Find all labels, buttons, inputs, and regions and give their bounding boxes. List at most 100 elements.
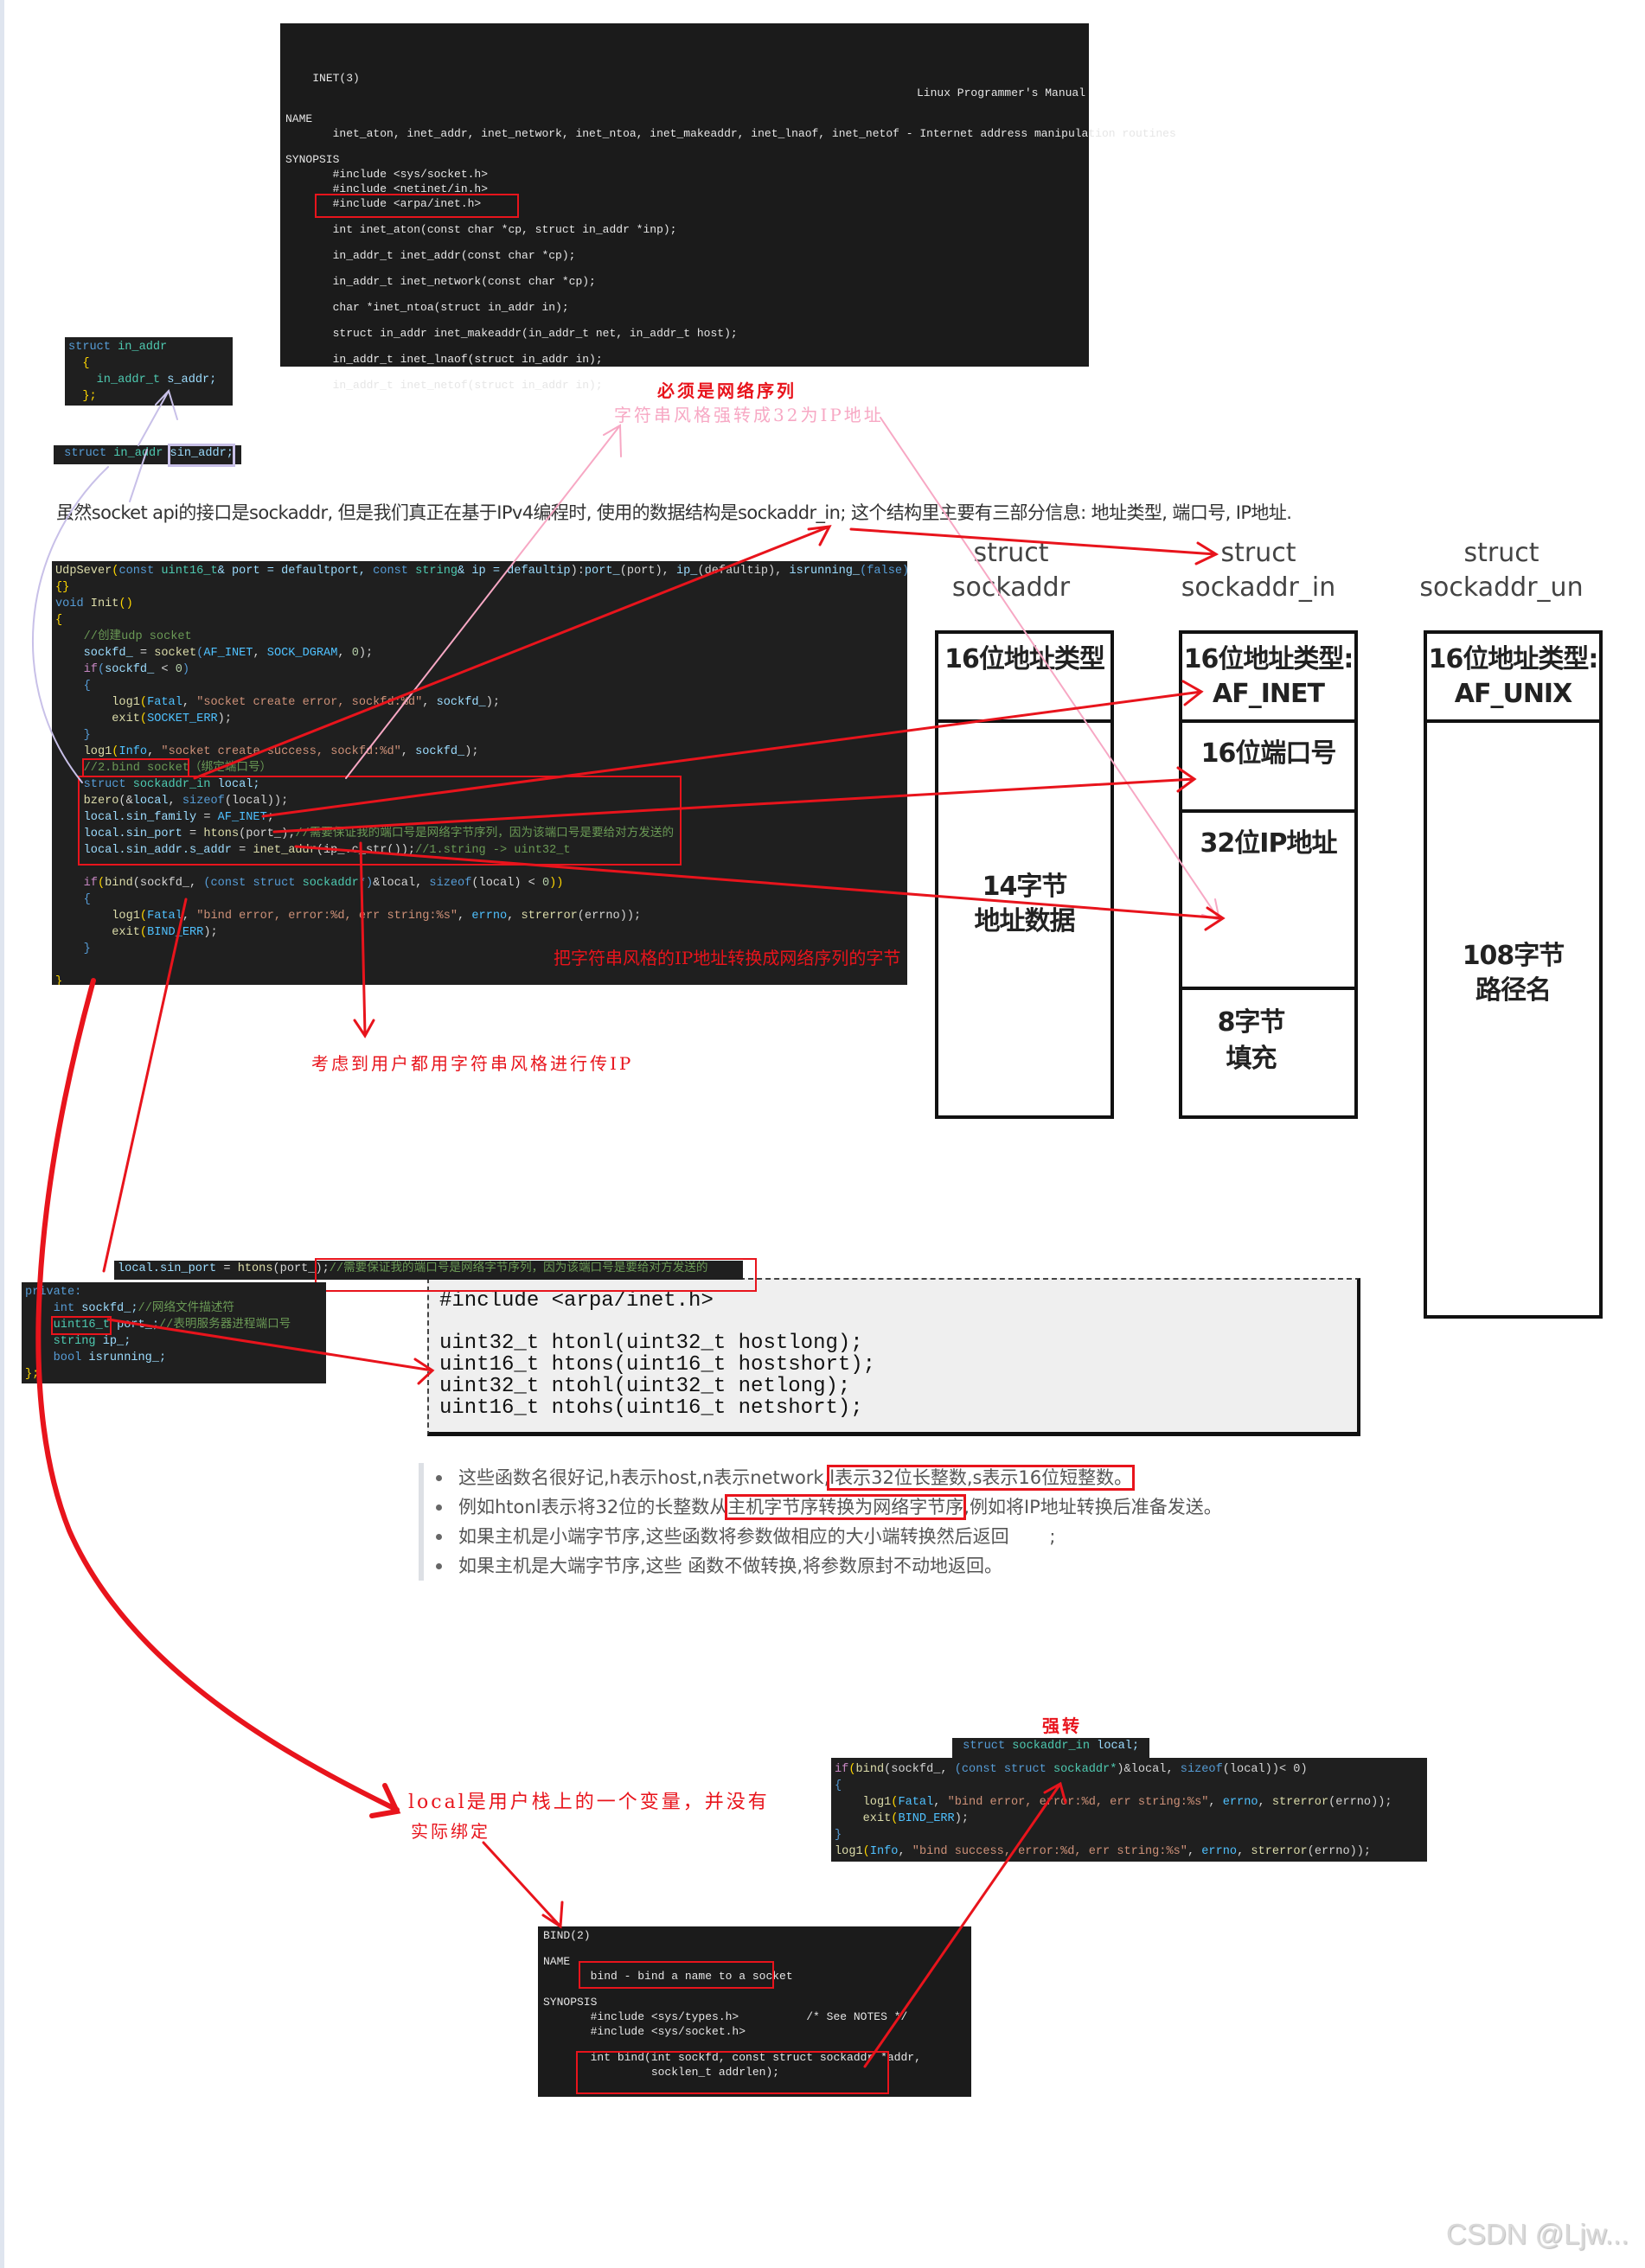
- code-line: local.sin_family = AF_INET;: [55, 809, 904, 826]
- code-token: <: [154, 663, 176, 676]
- code-line: }: [55, 974, 904, 985]
- code-token: (port),: [619, 565, 676, 578]
- code-line: int sockfd_;//网络文件描述符: [25, 1300, 323, 1317]
- text-line: in_addr_t inet_lnaof(struct in_addr in);: [285, 353, 603, 366]
- code-token: (defaultip),: [697, 565, 790, 578]
- text-line: [285, 341, 1084, 352]
- code-token: //表明服务器进程端口号: [159, 1319, 291, 1332]
- code-token: errno: [1222, 1796, 1258, 1809]
- code-token: port_;: [109, 1319, 160, 1332]
- code-token: local.sin_family: [55, 811, 197, 824]
- text-line: uint32_t ntohl(uint32_t netlong);: [439, 1375, 851, 1398]
- sockaddr-in-padding-cell: 8字节填充: [1179, 987, 1358, 1119]
- code-token: );: [203, 926, 218, 939]
- code-token: //需要保证我的端口号是网络字节序列，因为该端口号是要给对方发送的: [329, 1262, 708, 1275]
- code-line: log1(Info, "bind success, error:%d, err …: [835, 1843, 1424, 1860]
- highlight-sin-addr: [168, 444, 235, 467]
- text-line: [285, 100, 1084, 112]
- code-token: *): [358, 877, 374, 890]
- code-token: ,: [400, 745, 416, 758]
- code-token: (local) <: [471, 877, 542, 890]
- code-line: log1(Fatal, "socket create error, sockfd…: [55, 694, 904, 711]
- title-line: sockaddr: [951, 572, 1071, 603]
- code-token: ,: [1208, 1796, 1223, 1809]
- title-line: struct: [973, 538, 1049, 568]
- code-token: local;: [1090, 1740, 1140, 1753]
- code-token: strerror: [1271, 1796, 1329, 1809]
- code-token: bool: [25, 1351, 89, 1364]
- code-line: if(bind(sockfd_, (const struct sockaddr*…: [835, 1761, 1424, 1778]
- code-token: {: [55, 680, 91, 693]
- code-token: =: [231, 844, 253, 857]
- code-token: const: [118, 565, 162, 578]
- code-token: isrunning_: [789, 565, 861, 578]
- code-token: sizeof: [182, 795, 225, 808]
- text-line: uint16_t ntohs(uint16_t netshort);: [439, 1396, 863, 1420]
- list-item: 如果主机是小端字节序,这些函数将参数做相应的大小端转换然后返回 ;: [436, 1522, 1222, 1551]
- title-line: struct: [1463, 538, 1539, 568]
- code-line: };: [68, 388, 229, 405]
- code-token: struct: [57, 447, 114, 460]
- code-token: ,: [1237, 1845, 1251, 1858]
- code-token: void: [55, 597, 91, 610]
- code-token: sizeof: [1180, 1763, 1223, 1776]
- text-line: SYNOPSIS: [543, 1996, 598, 2009]
- code-line: sockfd_ = socket(AF_INET, SOCK_DGRAM, 0)…: [55, 645, 904, 661]
- text-line: char *inet_ntoa(struct in_addr in);: [285, 301, 569, 314]
- bind-call-code: if(bind(sockfd_, (const struct sockaddr*…: [831, 1758, 1427, 1862]
- code-token: ,: [253, 647, 267, 660]
- code-token: sockfd_: [105, 663, 155, 676]
- code-token: private:: [25, 1286, 82, 1299]
- cell-text: 路径名: [1475, 975, 1552, 1006]
- text-line: int inet_aton(const char *cp, struct in_…: [285, 223, 677, 236]
- text-line: BIND(2): [543, 1929, 591, 1942]
- annotation-force-cast: 强转: [1042, 1715, 1082, 1736]
- title-line: sockaddr_in: [1181, 572, 1336, 603]
- code-token: Info: [869, 1845, 899, 1858]
- note-text: 例如htonl表示将32位的长整数从: [458, 1497, 728, 1517]
- code-token: (: [139, 910, 148, 923]
- code-token: ):: [570, 565, 585, 578]
- code-token: exit: [55, 712, 140, 725]
- code-token: (errno));: [577, 910, 642, 923]
- code-line: {: [55, 891, 904, 908]
- code-token: & ip = defaultip: [458, 565, 571, 578]
- cell-text: 16位地址类型:: [1183, 644, 1354, 674]
- code-token: (errno));: [1307, 1845, 1372, 1858]
- note-text: 这些函数名很好记,h表示host,n表示network,: [458, 1467, 830, 1488]
- text-line: [439, 1312, 1357, 1332]
- sockaddr-title: struct sockaddr: [899, 536, 1123, 605]
- code-token: const: [373, 565, 416, 578]
- code-token: if: [835, 1763, 849, 1776]
- list-item: 例如htonl表示将32位的长整数从主机字节序转换为网络字节序,例如将IP地址转…: [436, 1492, 1222, 1522]
- code-line: private:: [25, 1284, 323, 1300]
- code-line: }: [55, 941, 904, 957]
- code-line: //创建udp socket: [55, 629, 904, 645]
- code-token: (: [97, 663, 106, 676]
- text-line: [285, 141, 1084, 152]
- text-line: uint32_t htonl(uint32_t hostlong);: [439, 1332, 863, 1355]
- code-token: errno: [1201, 1845, 1238, 1858]
- code-token: ): [182, 663, 190, 676]
- code-line: log1(Fatal, "bind error, error:%d, err s…: [55, 908, 904, 924]
- text-line: inet_aton, inet_addr, inet_network, inet…: [285, 127, 1176, 140]
- note-text: 如果主机是小端字节序,这些函数将参数做相应的大小端转换然后返回 ;: [458, 1526, 1056, 1547]
- code-token: ,: [933, 1796, 948, 1809]
- code-token: AF_INET: [203, 647, 253, 660]
- code-line: {: [68, 355, 229, 372]
- code-token: (: [97, 877, 106, 890]
- code-line: exit(BIND_ERR);: [55, 924, 904, 941]
- code-token: =: [182, 827, 204, 840]
- text-line: socklen_t addrlen);: [543, 2066, 780, 2079]
- text-line: in_addr_t inet_network(const char *cp);: [285, 275, 596, 288]
- cell-text: AF_UNIX: [1454, 679, 1572, 709]
- code-token: Init: [90, 597, 119, 610]
- code-token: SOCKET_ERR: [147, 712, 218, 725]
- code-line: {: [55, 612, 904, 629]
- note-highlight: 主机字节序转换为网络字节序: [725, 1494, 967, 1520]
- code-token: if: [55, 663, 98, 676]
- text-line: #include <arpa/inet.h>: [439, 1289, 714, 1313]
- code-token: //创建udp socket: [55, 630, 192, 643]
- sockaddr-in-family-cell: 16位地址类型:AF_INET: [1179, 630, 1358, 723]
- cell-text: 填充: [1226, 1044, 1277, 1074]
